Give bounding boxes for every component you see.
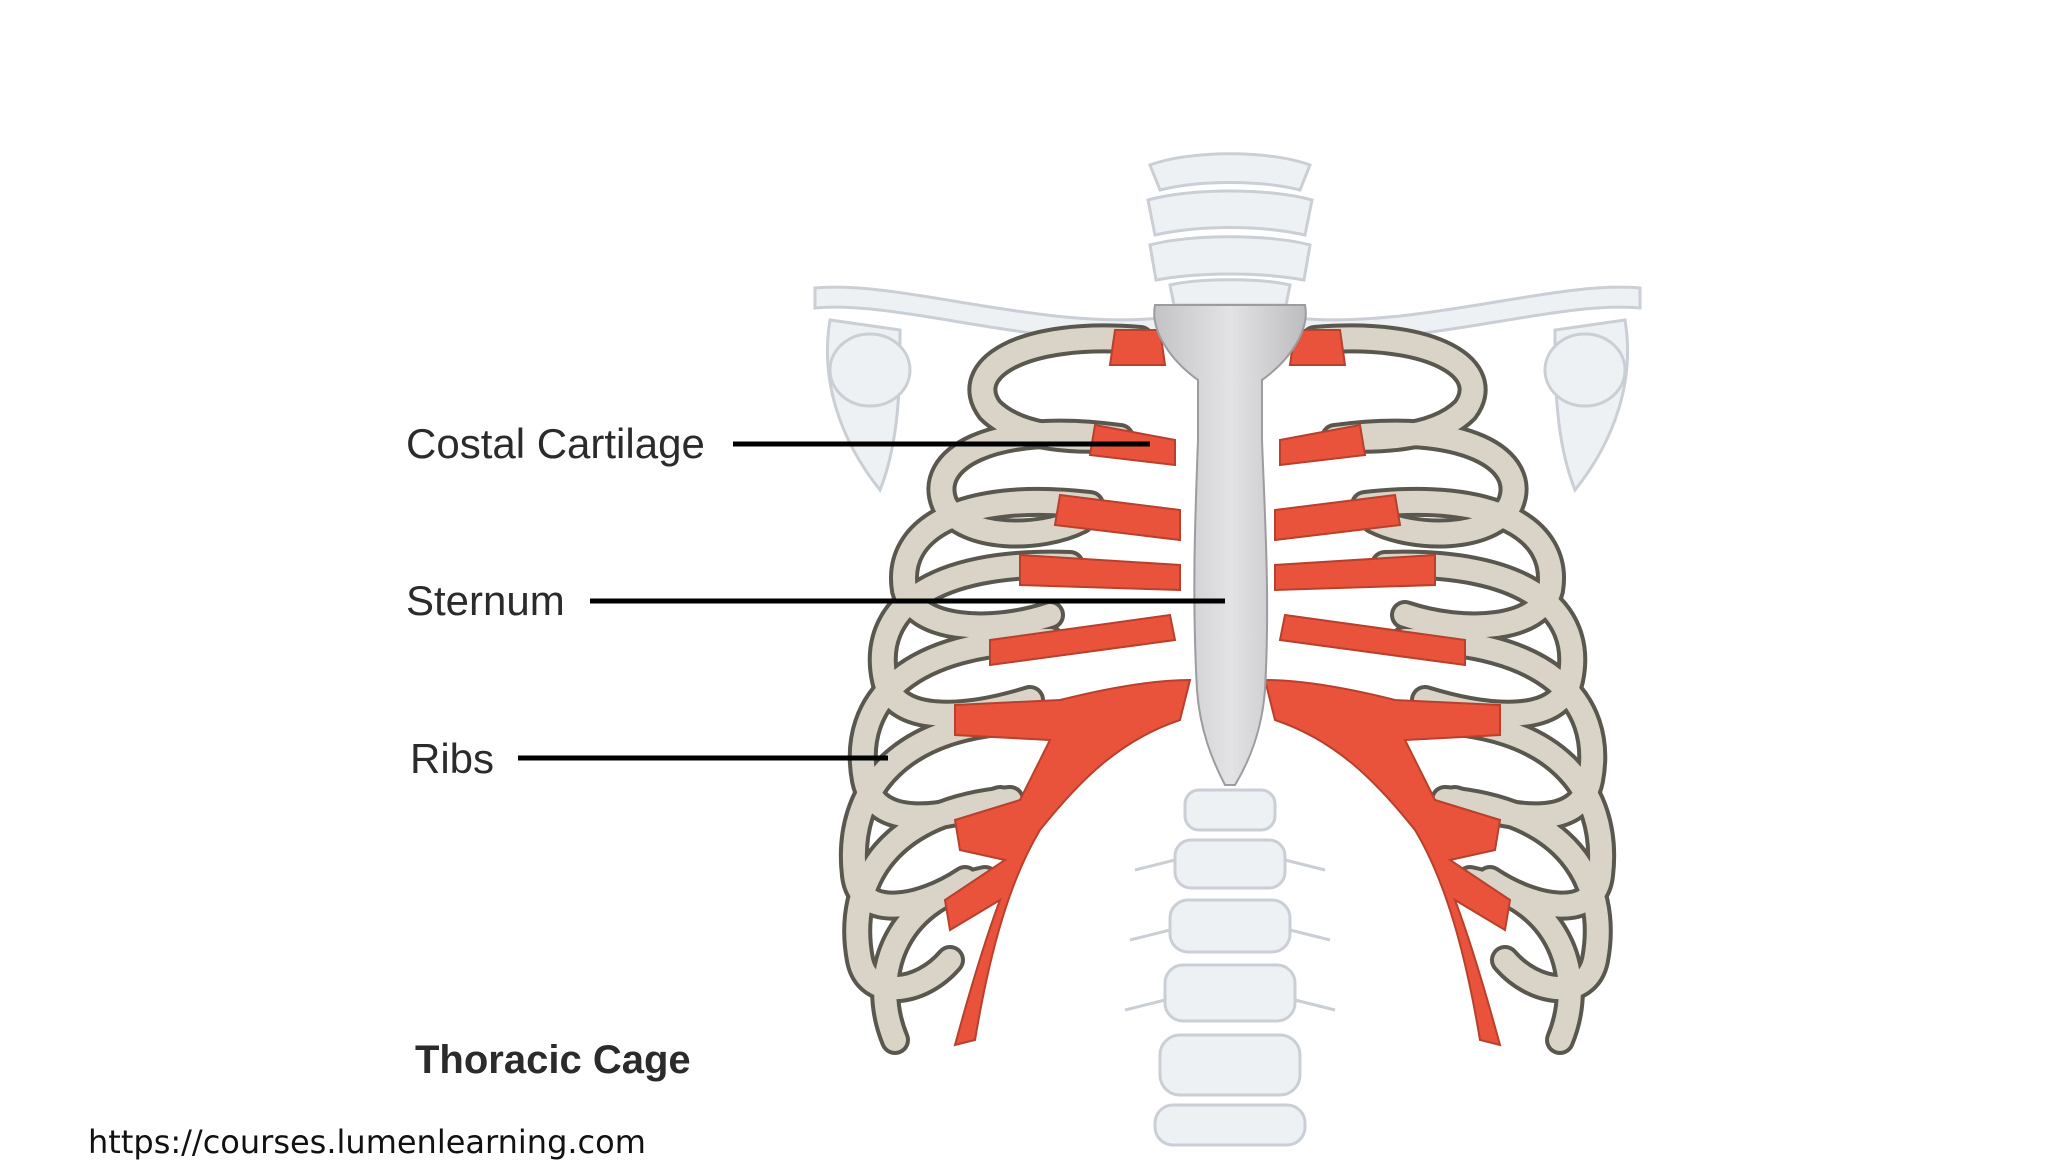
leader-lines [518,441,1225,761]
left-shoulder-joint [828,332,912,408]
diagram-title: Thoracic Cage [415,1038,691,1082]
ribs-label: Ribs [410,735,495,782]
lower-vertebrae [1124,788,1336,1147]
source-url: https://courses.lumenlearning.com [88,1123,646,1161]
costal-cartilage-group [943,329,1512,1047]
costal-cartilage-label: Costal Cartilage [406,420,705,467]
background-bones [813,152,1642,1147]
sternum-label: Sternum [406,577,565,624]
sternum-bone [1153,304,1307,786]
ribs-group [838,323,1617,1055]
right-shoulder-joint [1543,332,1627,408]
cervical-vertebrae [1146,152,1314,307]
